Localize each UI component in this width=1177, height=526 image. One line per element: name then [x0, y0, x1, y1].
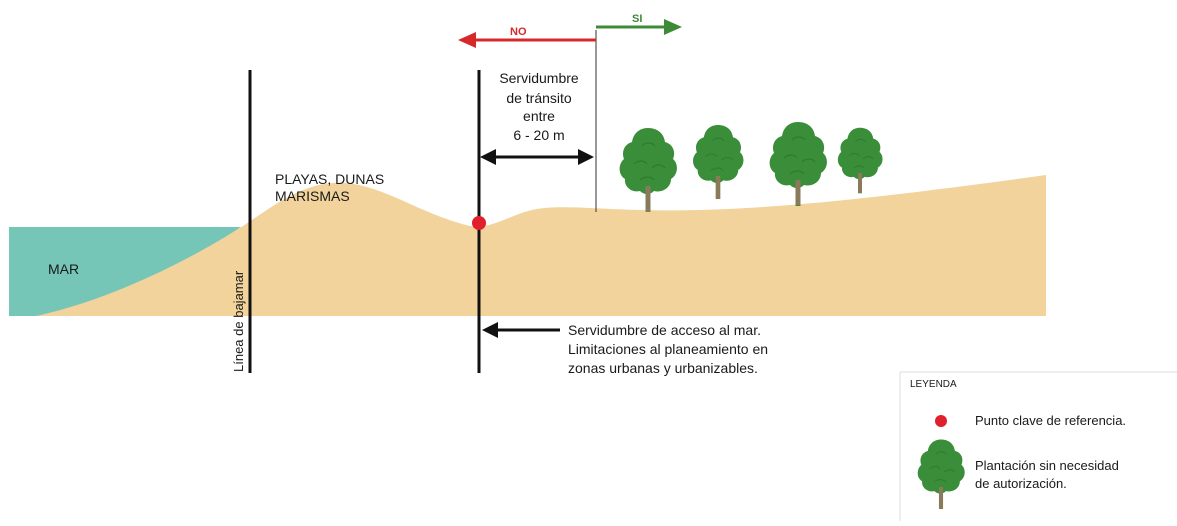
sea-label: MAR — [48, 261, 79, 277]
legend-point-label: Punto clave de referencia. — [975, 413, 1126, 428]
beach-label-line1: PLAYAS, DUNAS — [275, 171, 384, 187]
transit-label-line2: de tránsito — [506, 90, 572, 106]
si-label: SI — [632, 13, 642, 25]
beach-label-line2: MARISMAS — [275, 188, 350, 204]
no-arrow — [458, 32, 596, 48]
legend-point-icon — [935, 415, 947, 427]
access-arrow — [482, 322, 560, 338]
tree-trunk — [715, 176, 721, 199]
sea — [9, 227, 241, 316]
legend-tree-trunk — [939, 487, 943, 509]
legend-title: LEYENDA — [910, 379, 957, 390]
access-label-line3: zonas urbanas y urbanizables. — [568, 360, 758, 376]
transit-label-line1: Servidumbre — [499, 70, 579, 86]
transit-width-arrow — [480, 149, 594, 165]
tree-trunk — [645, 186, 651, 212]
access-label-line2: Limitaciones al planeamiento en — [568, 341, 768, 357]
legend-tree-label-line1: Plantación sin necesidad — [975, 458, 1119, 473]
transit-label-line3: entre — [523, 108, 555, 124]
legend: LEYENDA Punto clave de referencia. Plant… — [899, 371, 1177, 521]
tree-trunk — [795, 180, 801, 205]
access-label-line1: Servidumbre de acceso al mar. — [568, 322, 761, 338]
transit-label-line4: 6 - 20 m — [513, 127, 564, 143]
tree-trunk — [858, 173, 862, 193]
sand-profile — [36, 175, 1046, 316]
no-label: NO — [510, 26, 527, 38]
si-arrow — [596, 19, 682, 35]
low-tide-label: Línea de bajamar — [231, 270, 246, 372]
reference-point — [472, 216, 486, 230]
legend-tree-label-line2: de autorización. — [975, 476, 1067, 491]
